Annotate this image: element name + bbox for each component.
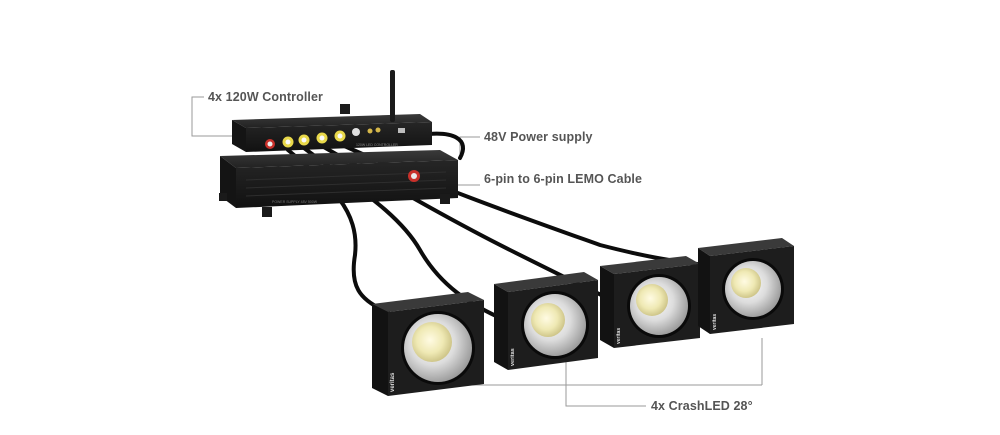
- controller-unit: 120W LED CONTROLLER: [232, 70, 432, 152]
- callout-lights: 4x CrashLED 28°: [651, 399, 753, 413]
- leader-lights: [565, 385, 646, 407]
- light-brand-4: veritas: [712, 314, 718, 330]
- psu-panel-text: POWER SUPPLY 48V 500W: [272, 200, 318, 204]
- crashled-3: veritas: [600, 256, 700, 348]
- crashled-1: veritas: [372, 292, 484, 396]
- leader-controller: [191, 96, 232, 137]
- crashled-2: veritas: [494, 272, 598, 370]
- usb-port: [398, 128, 405, 133]
- crashled-4: veritas: [698, 238, 794, 334]
- button: [352, 128, 360, 136]
- callout-cable: 6-pin to 6-pin LEMO Cable: [484, 172, 643, 186]
- callout-controller: 4x 120W Controller: [208, 90, 324, 104]
- antenna: [390, 70, 395, 122]
- leader-psu: [459, 136, 480, 158]
- controller-panel-text: 120W LED CONTROLLER: [356, 143, 398, 147]
- power-supply-unit: POWER SUPPLY 48V 500W: [219, 150, 458, 217]
- light-brand-3: veritas: [616, 328, 622, 344]
- light-brand-1: veritas: [390, 372, 396, 392]
- light-brand-2: veritas: [510, 348, 516, 366]
- callout-power-supply: 48V Power supply: [484, 130, 593, 144]
